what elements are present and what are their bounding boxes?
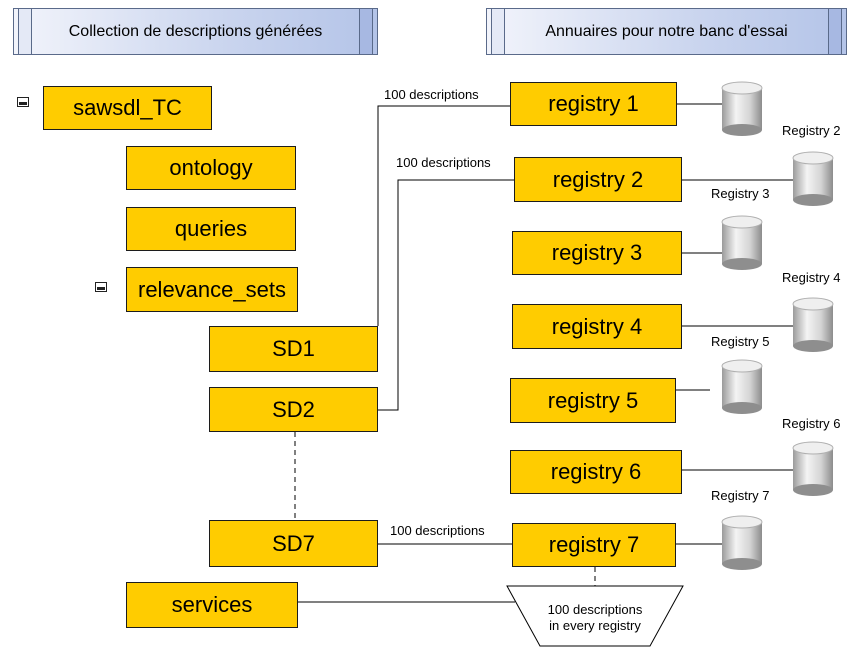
right-header-title: Annuaires pour notre banc d'essai xyxy=(545,22,788,40)
registry-box[interactable]: registry 3 xyxy=(512,231,682,275)
database-icon xyxy=(792,297,834,352)
edge-label-sd1: 100 descriptions xyxy=(384,87,479,102)
database-icon xyxy=(792,441,834,496)
tree-node-ontology[interactable]: ontology xyxy=(126,146,296,190)
database-icon xyxy=(721,215,763,270)
left-column-header: Collection de descriptions générées xyxy=(13,8,378,55)
db-label: Registry 7 xyxy=(711,488,770,503)
tree-node-sd2[interactable]: SD2 xyxy=(209,387,378,432)
tree-node-sawsdl-tc[interactable]: sawsdl_TC xyxy=(43,86,212,130)
registry-box[interactable]: registry 1 xyxy=(510,82,677,126)
tree-node-sd7[interactable]: SD7 xyxy=(209,520,378,567)
left-header-title: Collection de descriptions générées xyxy=(68,22,323,40)
database-icon xyxy=(721,81,763,136)
funnel-label-line1: 100 descriptions xyxy=(547,602,643,617)
collapse-icon[interactable] xyxy=(95,282,107,292)
db-label: Registry 5 xyxy=(711,334,770,349)
tree-node-services[interactable]: services xyxy=(126,582,298,628)
db-label: Registry 2 xyxy=(782,123,841,138)
right-column-header: Annuaires pour notre banc d'essai xyxy=(486,8,847,55)
funnel-label-line2: in every registry xyxy=(549,618,641,633)
registry-box[interactable]: registry 7 xyxy=(512,523,676,567)
db-label: Registry 4 xyxy=(782,270,841,285)
registry-box[interactable]: registry 4 xyxy=(512,304,682,349)
db-label: Registry 3 xyxy=(711,186,770,201)
db-label: Registry 6 xyxy=(782,416,841,431)
edge-label-sd7: 100 descriptions xyxy=(390,523,485,538)
collapse-icon[interactable] xyxy=(17,97,29,107)
edge-label-sd2: 100 descriptions xyxy=(396,155,491,170)
registry-box[interactable]: registry 6 xyxy=(510,450,682,494)
funnel-label: 100 descriptions in every registry xyxy=(520,602,670,634)
database-icon xyxy=(721,515,763,570)
tree-node-relevance-sets[interactable]: relevance_sets xyxy=(126,267,298,312)
tree-node-queries[interactable]: queries xyxy=(126,207,296,251)
registry-box[interactable]: registry 5 xyxy=(510,378,676,423)
database-icon xyxy=(721,359,763,414)
database-icon xyxy=(792,151,834,206)
tree-node-sd1[interactable]: SD1 xyxy=(209,326,378,372)
registry-box[interactable]: registry 2 xyxy=(514,157,682,202)
